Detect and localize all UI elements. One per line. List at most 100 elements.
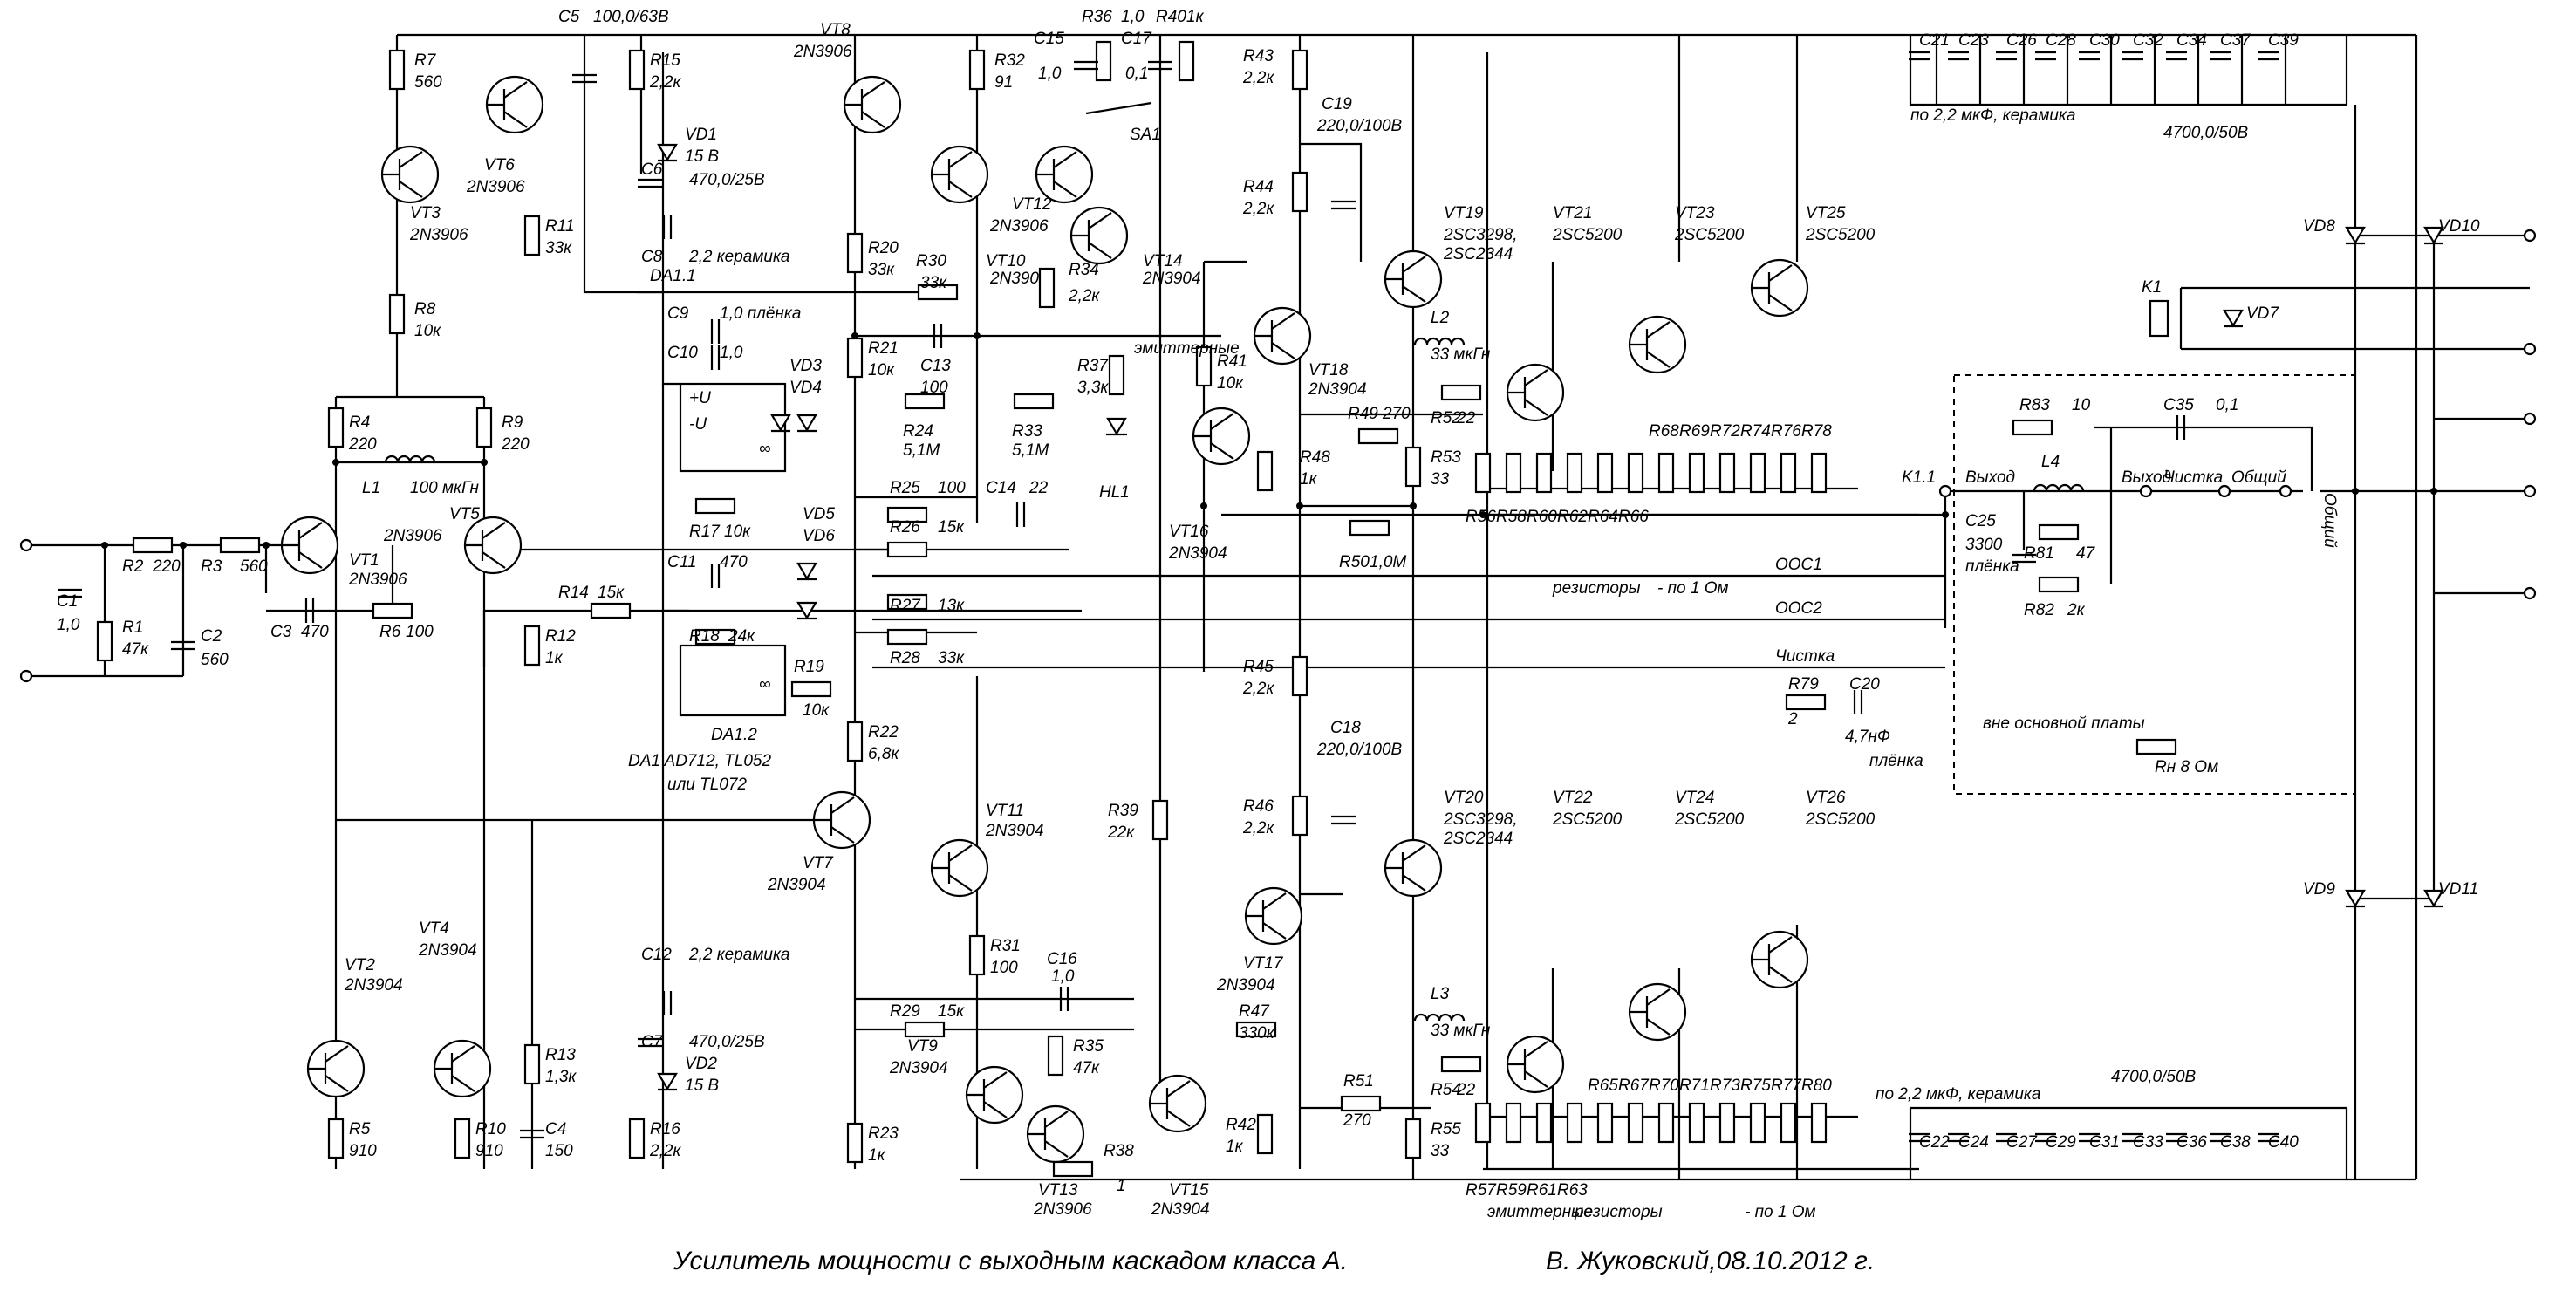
capacitor-c40: C40 — [2258, 1132, 2299, 1152]
ref-label: VD11 — [2438, 880, 2478, 899]
capacitor-c30: C30 — [2079, 31, 2120, 61]
value-label: 2к — [2067, 601, 2086, 619]
ref-label: VT7 — [803, 854, 834, 872]
ref-label: R54 — [1431, 1081, 1461, 1099]
ref-label: R18 — [689, 627, 720, 646]
resistor-r69: R69 — [1679, 422, 1710, 494]
ref-label: R29 — [890, 1002, 920, 1021]
ref-label: VD10 — [2438, 217, 2480, 236]
ref-label: L3 — [1431, 985, 1450, 1003]
value-label: 100 — [406, 623, 434, 641]
ref-label: C40 — [2268, 1133, 2299, 1152]
ref-label: R30 — [916, 252, 946, 270]
ref-label: C9 — [667, 304, 689, 323]
ref-label: VT10 — [986, 252, 1026, 270]
opamp-da1-2: ∞ — [679, 644, 787, 717]
ref-label: R33 — [1012, 422, 1042, 441]
ref-label: C17 — [1121, 30, 1152, 48]
capacitor-c32: C32 — [2122, 31, 2163, 61]
emitter-note-bottom-3: - по 1 Ом — [1745, 1203, 1816, 1221]
ref-label: VD7 — [2246, 304, 2279, 323]
ref-label: C4 — [545, 1120, 566, 1138]
ref-label: R28 — [890, 649, 920, 667]
resistor-r59: R59 — [1496, 1102, 1527, 1200]
ref-label: R43 — [1243, 47, 1274, 65]
value-label: 10к — [1217, 374, 1244, 393]
value-label: 47к — [122, 640, 149, 659]
value-label: 6,8к — [868, 745, 899, 763]
type-label: 2N3904 — [767, 876, 826, 894]
type-label: 2SC5200 — [1674, 810, 1745, 829]
value-label: 15к — [938, 518, 965, 537]
value-label: 560 — [240, 557, 268, 576]
ref-label: R17 — [689, 523, 721, 541]
ref-label: C20 — [1849, 675, 1880, 694]
type-label: 2N3904 — [418, 941, 477, 960]
ref-label: C35 — [2163, 396, 2194, 414]
value-label: 33к — [938, 649, 965, 667]
ref-label: R68 — [1649, 422, 1679, 441]
value-label: 1к — [1226, 1138, 1244, 1156]
offboard-frame — [1953, 374, 2356, 795]
ref-label: C39 — [2268, 31, 2299, 50]
ref-label: R55 — [1431, 1120, 1461, 1138]
bank-bottom-electro: 4700,0/50В — [2111, 1068, 2197, 1086]
power-terminal-5 — [2523, 586, 2537, 600]
capacitor-c28: C28 — [2035, 31, 2076, 61]
ref-label: R16 — [650, 1120, 680, 1138]
value-label: 1,0 — [1121, 8, 1145, 26]
ref-label: R52 — [1431, 409, 1461, 427]
capacitor-c37: C37 — [2210, 31, 2251, 61]
ref-label: VT21 — [1553, 204, 1592, 222]
led-label: HL1 — [1099, 483, 1130, 502]
resistor-r68: R68 — [1649, 422, 1679, 494]
value-label: 33к — [920, 274, 947, 292]
value-label: 2,2к — [1242, 200, 1274, 218]
ref-label: VT11 — [986, 802, 1024, 820]
value-label: 22 — [1456, 409, 1476, 427]
ref-label: VD4 — [789, 379, 822, 397]
ref-label: R57 — [1466, 1181, 1497, 1200]
value-label: 5,1M — [1012, 441, 1049, 460]
type-label: 2SC3298, — [1443, 810, 1518, 829]
resistor-r57: R57 — [1466, 1102, 1497, 1200]
diode-vd10: VD10 — [2423, 217, 2480, 245]
ref-label: R32 — [994, 51, 1025, 70]
ref-label: L1 — [362, 479, 380, 497]
load-label: Rн 8 Ом — [2155, 758, 2218, 776]
emitter-note-top-3: - по 1 Ом — [1657, 579, 1729, 598]
emitter-note-bottom-2: резисторы — [1574, 1203, 1663, 1221]
resistor-r63: R63 — [1557, 1102, 1588, 1200]
ref-label: C10 — [667, 344, 698, 362]
ref-label: R46 — [1243, 797, 1274, 816]
